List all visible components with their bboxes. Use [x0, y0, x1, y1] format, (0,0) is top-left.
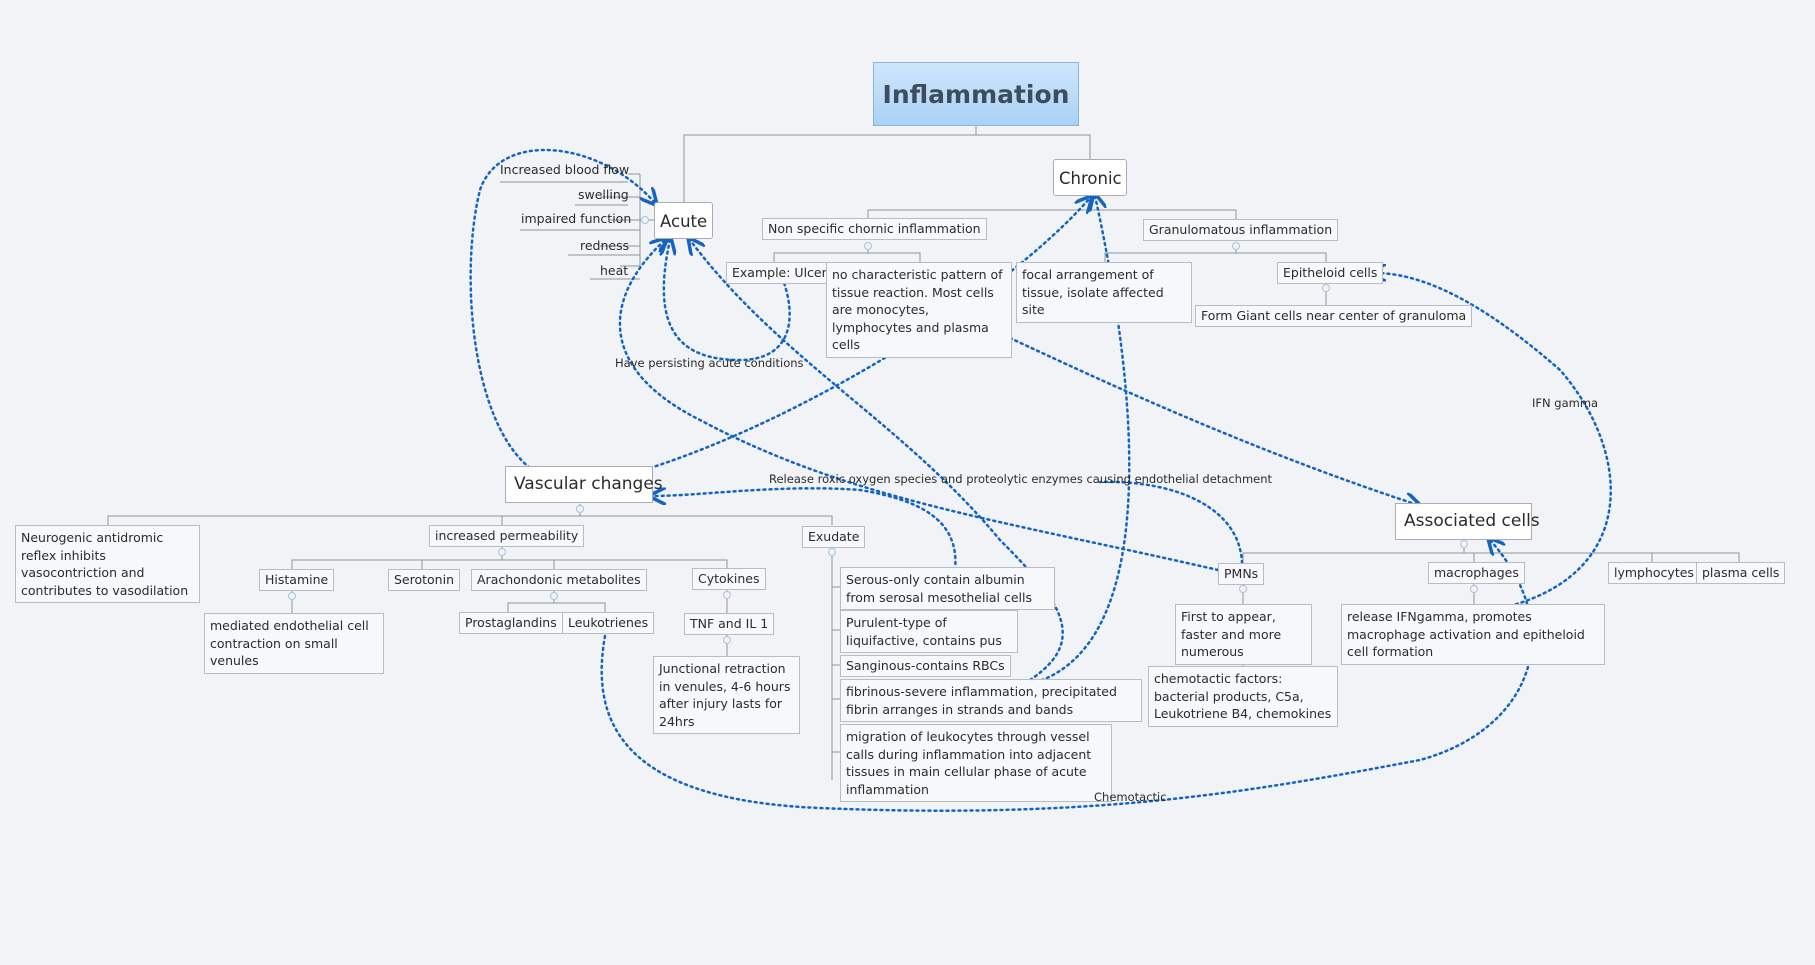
vascular-changes-node[interactable]: Vascular changes — [505, 466, 663, 503]
rel-pattern-associated — [1008, 336, 1418, 505]
giant-cells-node[interactable]: Form Giant cells near center of granulom… — [1195, 305, 1473, 327]
root-topic[interactable]: Inflammation — [873, 62, 1079, 126]
neurogenic-reflex-node[interactable]: Neurogenic antidromic reflex inhibits va… — [15, 525, 200, 603]
sign-heat[interactable]: heat — [600, 263, 629, 278]
pmns-node[interactable]: PMNs — [1218, 563, 1265, 585]
cytokines-node[interactable]: Cytokines — [692, 568, 766, 590]
exudate-node[interactable]: Exudate — [802, 526, 866, 548]
exudate-purulent[interactable]: Purulent-type of liquifactive, contains … — [840, 610, 1018, 653]
macrophages-note-node[interactable]: release IFNgamma, promotes macrophage ac… — [1341, 604, 1605, 665]
exudate-migration[interactable]: migration of leukocytes through vessel c… — [840, 724, 1112, 802]
exudate-fibrinous[interactable]: fibrinous-severe inflammation, precipita… — [840, 679, 1142, 722]
pmns-first-node[interactable]: First to appear, faster and more numerou… — [1175, 604, 1312, 665]
tnf-node[interactable]: TNF and IL 1 — [684, 613, 775, 635]
epitheloid-cells-node[interactable]: Epitheloid cells — [1277, 262, 1384, 284]
arachidonic-node[interactable]: Arachondonic metabolites — [471, 569, 647, 591]
label-ifn-gamma[interactable]: IFN gamma — [1532, 396, 1599, 410]
sign-increased-blood-flow[interactable]: Increased blood flow — [500, 162, 630, 177]
acute-topic[interactable]: Acute — [654, 202, 713, 239]
rel-pmns-vascular — [1098, 480, 1244, 565]
sign-impaired-function[interactable]: impaired function — [521, 211, 632, 226]
serotonin-node[interactable]: Serotonin — [388, 569, 461, 591]
leukotrienes-node[interactable]: Leukotrienes — [562, 612, 655, 634]
macrophages-node[interactable]: macrophages — [1428, 562, 1525, 584]
histamine-note-node[interactable]: mediated endothelial cell contraction on… — [204, 613, 384, 674]
rel-fibrinous-acute — [690, 240, 1064, 682]
rel-vascular-acute — [469, 148, 655, 470]
chronic-topic[interactable]: Chronic — [1053, 159, 1127, 196]
granulomatous-node[interactable]: Granulomatous inflammation — [1143, 219, 1339, 241]
pmns-factors-node[interactable]: chemotactic factors: bacterial products,… — [1148, 666, 1338, 727]
increased-permeability-node[interactable]: increased permeability — [429, 525, 585, 547]
rel-ulcer-acute — [664, 240, 791, 362]
exudate-serous[interactable]: Serous-only contain albumin from serosal… — [840, 567, 1055, 610]
exudate-sanginous[interactable]: Sanginous-contains RBCs — [840, 655, 1011, 677]
sign-redness[interactable]: redness — [580, 238, 630, 253]
nonspecific-chronic-node[interactable]: Non specific chornic inflammation — [762, 218, 987, 240]
no-pattern-node[interactable]: no characteristic pattern of tissue reac… — [826, 262, 1012, 358]
rel-ifn — [1372, 273, 1613, 608]
rel-pmns-acute — [618, 240, 1220, 572]
junctional-node[interactable]: Junctional retraction in venules, 4-6 ho… — [653, 656, 800, 734]
label-roxic-oxygen[interactable]: Release roxic oxygen species and proteol… — [769, 472, 1273, 486]
label-chemotactic[interactable]: Chemotactic — [1094, 790, 1167, 804]
lymphocytes-node[interactable]: lymphocytes — [1608, 562, 1700, 584]
rel-chemotactic — [600, 540, 1534, 812]
example-ulcer-node[interactable]: Example: Ulcer — [726, 262, 833, 284]
prostaglandins-node[interactable]: Prostaglandins — [459, 612, 563, 634]
rel-serous-vascular — [652, 487, 957, 572]
label-persisting-acute[interactable]: Have persisting acute conditions — [615, 356, 804, 370]
sign-swelling[interactable]: swelling — [578, 187, 629, 202]
histamine-node[interactable]: Histamine — [259, 569, 335, 591]
focal-arrangement-node[interactable]: focal arrangement of tissue, isolate aff… — [1016, 262, 1192, 323]
plasma-cells-node[interactable]: plasma cells — [1696, 562, 1786, 584]
associated-cells-node[interactable]: Associated cells — [1395, 503, 1540, 540]
